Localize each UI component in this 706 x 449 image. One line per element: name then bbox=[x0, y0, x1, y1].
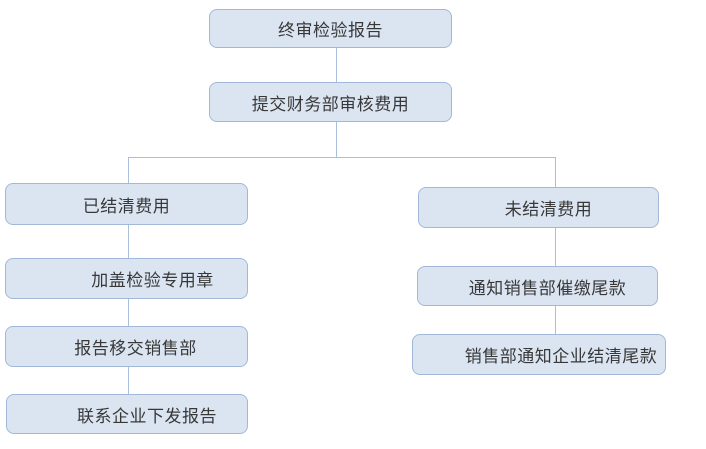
flow-node-label: 报告移交销售部 bbox=[74, 339, 197, 358]
connector-branch-left-drop bbox=[128, 157, 129, 183]
flow-node-label: 已结清费用 bbox=[82, 196, 171, 216]
flow-node-fees-unsettled: 未结清费用 bbox=[418, 187, 659, 228]
flow-node-report-to-sales: 报告移交销售部 bbox=[5, 326, 248, 367]
flow-node-fees-settled: 已结清费用 bbox=[5, 183, 248, 225]
connector-branch-horizontal bbox=[128, 157, 556, 158]
flow-node-label: 终审检验报告 bbox=[278, 21, 383, 40]
connector-submit-to-branch bbox=[336, 122, 337, 157]
flow-node-label: 未结清费用 bbox=[504, 200, 593, 219]
flow-node-label: 联系企业下发报告 bbox=[77, 406, 217, 426]
flow-node-label: 销售部通知企业结清尾款 bbox=[464, 347, 658, 366]
connector-final-to-submit bbox=[336, 48, 337, 82]
flow-node-apply-inspection-seal: 加盖检验专用章 bbox=[5, 258, 248, 299]
connector-branch-right-drop bbox=[555, 157, 556, 187]
flow-node-label: 通知销售部催缴尾款 bbox=[468, 278, 627, 298]
connector-notify-to-salesnotify bbox=[555, 306, 556, 334]
connector-unsettled-to-notify bbox=[555, 228, 556, 266]
connector-seal-to-transfer bbox=[128, 299, 129, 326]
flow-node-submit-finance-review: 提交财务部审核费用 bbox=[209, 82, 452, 122]
flow-node-label: 加盖检验专用章 bbox=[91, 271, 214, 290]
flow-node-notify-sales-collect-balance: 通知销售部催缴尾款 bbox=[417, 266, 658, 306]
flow-node-final-inspection-report: 终审检验报告 bbox=[209, 9, 452, 48]
connector-transfer-to-contact bbox=[128, 367, 129, 394]
flow-node-sales-notify-enterprise-settle: 销售部通知企业结清尾款 bbox=[412, 334, 666, 375]
connector-settled-to-seal bbox=[128, 225, 129, 258]
flow-node-label: 提交财务部审核费用 bbox=[251, 94, 410, 114]
flow-node-contact-enterprise-issue-report: 联系企业下发报告 bbox=[6, 394, 248, 434]
